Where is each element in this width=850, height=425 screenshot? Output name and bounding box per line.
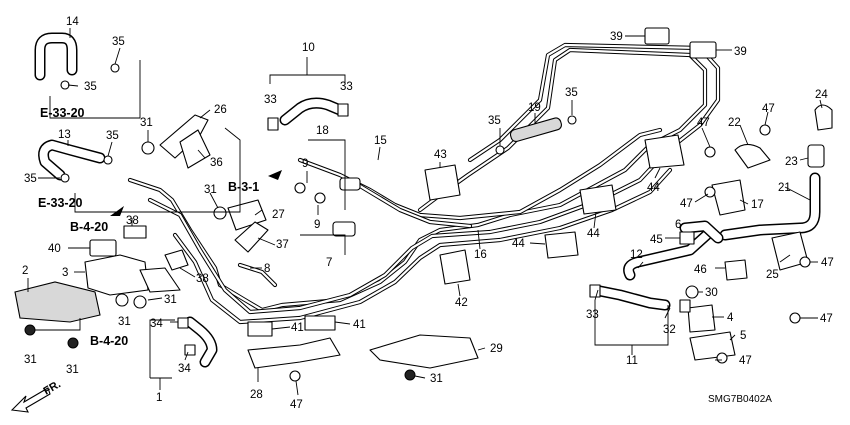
callout-3: 3 xyxy=(62,267,68,279)
section-references: E-33-20 E-33-20 B-3-1 B-4-20 B-4-20 xyxy=(38,106,282,348)
callout-7: 7 xyxy=(326,257,332,269)
leader-lines xyxy=(27,28,823,396)
callout-13: 13 xyxy=(58,129,71,141)
callout-35-d: 35 xyxy=(24,173,37,185)
callout-35-b: 35 xyxy=(84,81,97,93)
callout-9-b: 9 xyxy=(314,219,320,231)
callout-28: 28 xyxy=(250,389,263,401)
components xyxy=(14,27,833,382)
callout-47-d: 47 xyxy=(680,198,693,210)
callout-11: 11 xyxy=(626,355,638,367)
callout-47-g: 47 xyxy=(820,313,833,325)
ref-e-33-20-a[interactable]: E-33-20 xyxy=(40,106,85,120)
callout-8: 8 xyxy=(264,263,270,275)
callout-29: 29 xyxy=(490,343,503,355)
callout-46: 46 xyxy=(694,264,707,276)
callout-numbers: 14 35 35 13 35 35 31 26 36 31 27 37 38 4… xyxy=(22,16,834,411)
callout-42: 42 xyxy=(455,297,468,309)
callout-19: 19 xyxy=(528,102,541,114)
callout-35-e: 35 xyxy=(565,87,578,99)
callout-31-f: 31 xyxy=(66,364,79,376)
callout-31-d: 31 xyxy=(118,316,131,328)
fuel-filter-cylinder xyxy=(509,117,562,143)
callout-38-a: 38 xyxy=(126,215,139,227)
callout-5: 5 xyxy=(740,330,746,342)
callout-43: 43 xyxy=(434,149,447,161)
hoses xyxy=(34,32,821,368)
callout-26: 26 xyxy=(214,104,227,116)
callout-12: 12 xyxy=(630,249,643,261)
callout-21: 21 xyxy=(778,182,791,194)
callout-2: 2 xyxy=(22,265,28,277)
canister-3 xyxy=(84,254,149,296)
callout-31-e: 31 xyxy=(24,354,37,366)
callout-15: 15 xyxy=(374,135,387,147)
bracket-29 xyxy=(369,334,479,369)
callout-47-a: 47 xyxy=(290,399,303,411)
callout-33-b: 33 xyxy=(340,81,353,93)
ref-b-3-1[interactable]: B-3-1 xyxy=(228,180,259,194)
main-pipe-bundle xyxy=(127,42,721,325)
callout-35-c: 35 xyxy=(106,130,119,142)
callout-39-b: 39 xyxy=(734,46,747,58)
drawing-code: SMG7B0402A xyxy=(708,394,772,405)
callout-24: 24 xyxy=(815,89,828,101)
callout-17: 17 xyxy=(751,199,764,211)
callout-35-f: 35 xyxy=(488,115,501,127)
callout-18: 18 xyxy=(316,125,329,137)
callout-10: 10 xyxy=(302,42,315,54)
callout-41-b: 41 xyxy=(353,319,366,331)
callout-32: 32 xyxy=(663,324,676,336)
callout-44-a: 44 xyxy=(587,228,600,240)
callout-33-a: 33 xyxy=(264,94,277,106)
callout-38-b: 38 xyxy=(196,273,209,285)
ref-b-4-20-a[interactable]: B-4-20 xyxy=(70,220,108,234)
ref-b-4-20-b[interactable]: B-4-20 xyxy=(90,334,128,348)
callout-34-b: 34 xyxy=(178,363,191,375)
canister-bracket-2 xyxy=(14,281,101,323)
callout-35-a: 35 xyxy=(112,36,125,48)
callout-9-a: 9 xyxy=(302,158,308,170)
callout-25: 25 xyxy=(766,269,779,281)
front-label: FR. xyxy=(42,378,63,397)
callout-47-c: 47 xyxy=(762,103,775,115)
callout-27: 27 xyxy=(272,209,285,221)
callout-44-b: 44 xyxy=(647,182,660,194)
callout-45: 45 xyxy=(650,234,663,246)
callout-36: 36 xyxy=(210,157,223,169)
callout-33-c: 33 xyxy=(586,309,599,321)
ref-b-4-20-arrow xyxy=(110,206,124,216)
front-arrow: FR. xyxy=(10,378,63,413)
clamp-40 xyxy=(89,239,117,257)
callout-6: 6 xyxy=(675,219,681,231)
callout-41-a: 41 xyxy=(291,322,304,334)
callout-1: 1 xyxy=(156,392,162,404)
callout-37: 37 xyxy=(276,239,289,251)
callout-22: 22 xyxy=(728,117,741,129)
callout-40: 40 xyxy=(48,243,61,255)
ref-b-3-1-arrow xyxy=(268,170,282,180)
callout-31-a: 31 xyxy=(140,117,153,129)
callout-31-g: 31 xyxy=(430,373,443,385)
callout-16: 16 xyxy=(474,249,487,261)
callout-47-e: 47 xyxy=(821,257,834,269)
callout-47-f: 47 xyxy=(739,355,752,367)
callout-39-a: 39 xyxy=(610,31,623,43)
callout-31-b: 31 xyxy=(204,184,217,196)
callout-14: 14 xyxy=(66,16,79,28)
bracket-28 xyxy=(247,337,341,369)
callout-31-c: 31 xyxy=(164,294,177,306)
callout-47-b: 47 xyxy=(697,117,710,129)
ref-e-33-20-b[interactable]: E-33-20 xyxy=(38,196,83,210)
callout-23: 23 xyxy=(785,156,798,168)
callout-30: 30 xyxy=(705,287,718,299)
callout-44-c: 44 xyxy=(512,238,525,250)
callout-4: 4 xyxy=(727,312,734,324)
callout-34-a: 34 xyxy=(150,318,163,330)
